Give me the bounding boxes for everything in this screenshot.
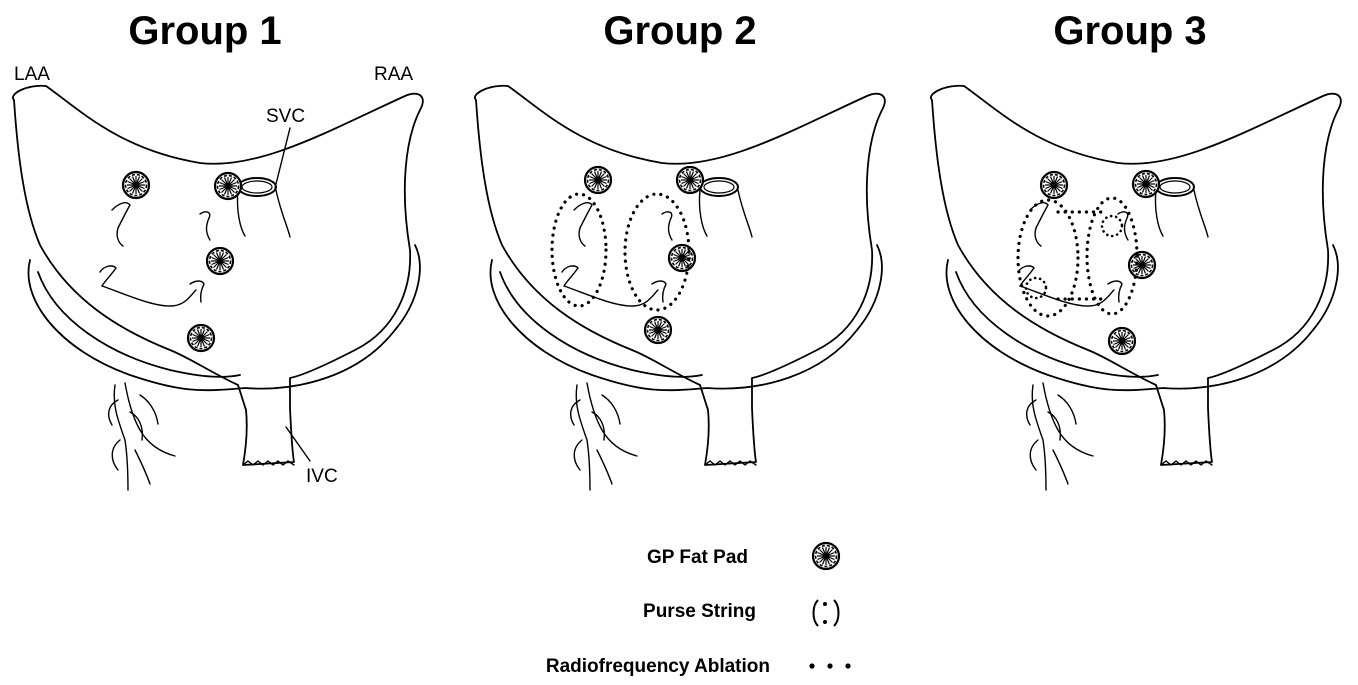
gp-fat-pad-icon <box>1041 172 1067 198</box>
rf-ablation-left-encircle <box>552 194 606 306</box>
gp-fat-pad-icon <box>645 317 671 343</box>
gp-fat-pad-icon <box>207 248 233 274</box>
gp-fat-pad-icon <box>813 543 839 569</box>
legend: GP Fat Pad Purse String Radiofrequency A… <box>546 543 851 677</box>
gp-fat-pad-icon <box>123 172 149 198</box>
heart-drawing <box>931 86 1341 490</box>
gp-fat-pad-icon <box>188 325 214 351</box>
gp-fat-pad-icon <box>669 245 695 271</box>
ivc-label: IVC <box>306 466 338 487</box>
svc-leader-line <box>275 128 290 188</box>
svc-label: SVC <box>266 106 305 127</box>
gp-fat-pad-icon <box>585 167 611 193</box>
gp-fat-pad-icon <box>1129 252 1155 278</box>
ivc-leader-line <box>286 427 310 461</box>
group-3-title: Group 3 <box>1053 9 1206 53</box>
rf-ablation-left-encircle <box>1018 200 1078 316</box>
group-1-title: Group 1 <box>128 9 281 53</box>
group-2-heart <box>475 86 885 490</box>
gp-fat-pad-icon <box>1133 171 1159 197</box>
group-1-heart: LAA RAA SVC IVC <box>13 64 423 490</box>
gp-fat-pad-icon <box>677 167 703 193</box>
heart-drawing <box>13 86 423 490</box>
rf-ablation-dots-icon <box>809 663 850 668</box>
legend-rf-ablation-label: Radiofrequency Ablation <box>546 656 770 677</box>
raa-label: RAA <box>374 64 413 85</box>
legend-gp-fat-pad-label: GP Fat Pad <box>647 547 748 568</box>
legend-purse-string-label: Purse String <box>643 601 756 622</box>
purse-string-icon <box>1102 216 1122 236</box>
gp-fat-pad-icon <box>215 173 241 199</box>
group-3-heart <box>931 86 1341 490</box>
gp-fat-pad-icon <box>1109 328 1135 354</box>
group-2-title: Group 2 <box>603 9 756 53</box>
heart-drawing <box>475 86 885 490</box>
purse-string-dot <box>823 620 827 624</box>
laa-label: LAA <box>14 64 50 85</box>
purse-string-dot <box>823 602 827 606</box>
